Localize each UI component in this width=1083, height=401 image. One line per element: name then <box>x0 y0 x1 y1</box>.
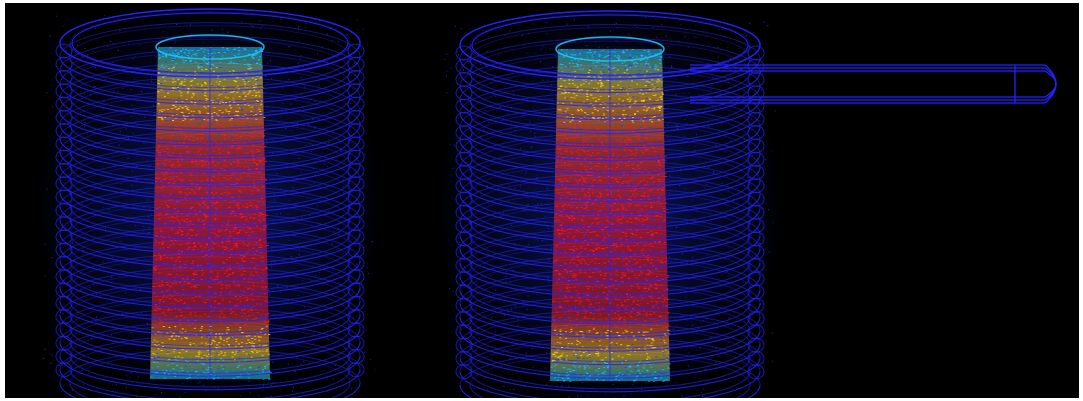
coil-side-lattice <box>455 45 765 380</box>
coil-panel-right <box>435 3 1057 398</box>
coil-current-lead <box>690 64 1057 104</box>
coil-side-lattice <box>55 43 365 378</box>
render-svg <box>35 3 1057 398</box>
coil-panel-left <box>35 3 385 398</box>
simulation-render <box>5 3 1079 398</box>
